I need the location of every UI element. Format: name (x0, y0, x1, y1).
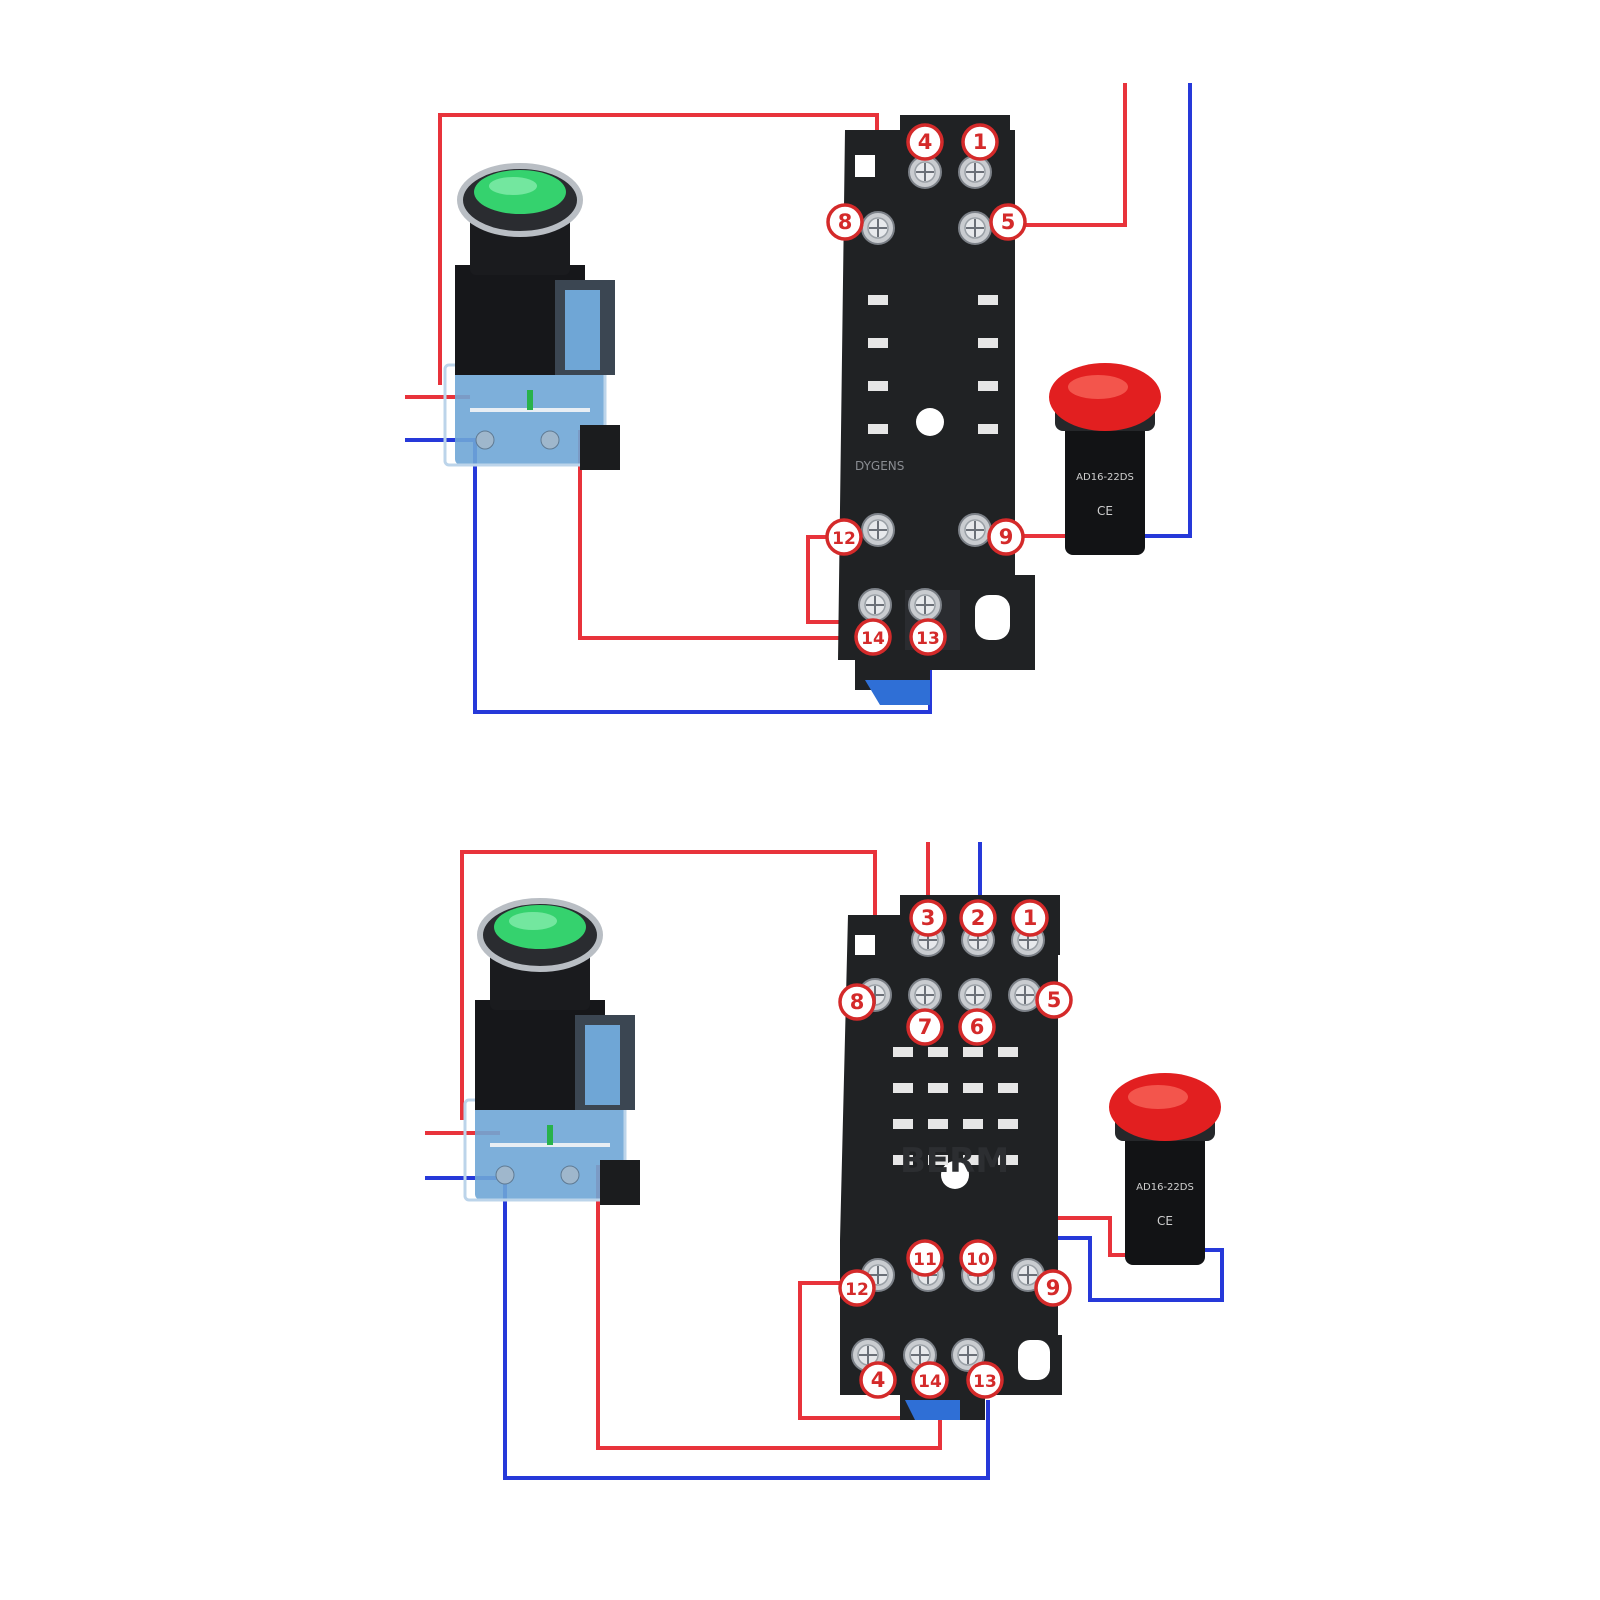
terminal-8-badge (838, 983, 876, 1021)
terminal-3-badge (909, 899, 947, 937)
pin-slot (978, 424, 998, 434)
pin-slot (963, 1155, 983, 1165)
lamp-ce-mark: CE (1097, 504, 1113, 518)
terminal-5-label: 5 (1001, 210, 1016, 234)
terminal-12-badge (825, 518, 863, 556)
socket-brand-text: DYGENS (855, 459, 904, 473)
terminal-9-label: 9 (999, 525, 1014, 549)
terminal-9-label: 9 (1046, 1276, 1061, 1300)
terminal-4-badge (906, 123, 944, 161)
terminal-10-badge (959, 1239, 997, 1277)
terminal-12-label: 12 (832, 529, 856, 549)
terminal-9-badge (1034, 1269, 1072, 1307)
terminal-5-badge (989, 203, 1027, 241)
terminal-7-badge (906, 1008, 944, 1046)
terminal-5-badge (1035, 981, 1073, 1019)
pin-slot (928, 1083, 948, 1093)
top-pilot-lamp: AD16-22DS CE (1049, 363, 1161, 555)
terminal-1-label: 1 (1023, 906, 1038, 930)
pin-slot (998, 1119, 1018, 1129)
terminal-1-badge (1011, 899, 1049, 937)
terminal-13-badge (966, 1361, 1004, 1399)
pin-slot (868, 424, 888, 434)
terminal-8-badge (826, 203, 864, 241)
bottom-relay-socket: BERM 3 2 1 8 7 6 5 11 10 12 9 4 14 13 (838, 895, 1073, 1420)
pin-slot (978, 295, 998, 305)
pin-slot (998, 1155, 1018, 1165)
terminal-3-label: 3 (921, 906, 936, 930)
top-relay-socket: DYGENS 4 1 8 5 12 9 14 13 (825, 115, 1035, 705)
pin-slot (963, 1119, 983, 1129)
pin-slot (868, 295, 888, 305)
terminal-8-label: 8 (838, 210, 853, 234)
pin-slot (978, 338, 998, 348)
top-push-button-switch (443, 163, 620, 470)
pin-slot (928, 1155, 948, 1165)
lamp-model-label: AD16-22DS (1076, 472, 1134, 483)
bottom-push-button-switch (463, 898, 640, 1205)
wire-bottom-switch-to-14 (596, 1165, 942, 1450)
wire-top-12-to-14 (806, 535, 860, 624)
bottom-pilot-lamp: AD16-22DS CE (1109, 1073, 1221, 1265)
terminal-4-badge (859, 1361, 897, 1399)
terminal-14-label: 14 (861, 629, 885, 649)
terminal-1-label: 1 (973, 130, 988, 154)
pin-slot (893, 1155, 913, 1165)
terminal-1-badge (961, 123, 999, 161)
wire-bottom-12-to-14 (798, 1281, 920, 1420)
terminal-13-badge (909, 618, 947, 656)
terminal-6-badge (958, 1008, 996, 1046)
lamp-body (1065, 420, 1145, 555)
terminal-7-label: 7 (918, 1015, 933, 1039)
terminal-4-label: 4 (918, 130, 933, 154)
mount-hole (975, 595, 1010, 640)
terminal-14-label: 14 (918, 1372, 942, 1392)
terminal-12-label: 12 (845, 1280, 869, 1300)
pin-slot (998, 1083, 1018, 1093)
terminal-4-label: 4 (871, 1368, 886, 1392)
terminal-6-label: 6 (970, 1015, 985, 1039)
wire-top-supply-to-lamp (1140, 83, 1192, 538)
pin-slot (928, 1119, 948, 1129)
pin-slot (893, 1047, 913, 1057)
lamp-body (1125, 1130, 1205, 1265)
pin-slot (893, 1119, 913, 1129)
din-clip (905, 1400, 960, 1420)
pin-slot (978, 381, 998, 391)
terminal-11-badge (906, 1239, 944, 1277)
center-hole (941, 1161, 969, 1189)
terminal-2-badge (959, 899, 997, 937)
terminal-8-label: 8 (850, 990, 865, 1014)
pin-slot (963, 1083, 983, 1093)
socket-brand-text: BERM (900, 1141, 1009, 1181)
terminal-5-label: 5 (1047, 988, 1062, 1012)
pin-slot (868, 338, 888, 348)
terminal-14-badge (911, 1361, 949, 1399)
terminal-13-label: 13 (916, 629, 940, 649)
terminal-10-label: 10 (966, 1250, 990, 1270)
mount-hole (1018, 1340, 1050, 1380)
pin-slot (963, 1047, 983, 1057)
din-clip (865, 680, 930, 705)
pin-slot (868, 381, 888, 391)
terminal-9-badge (987, 518, 1025, 556)
terminal-14-badge (854, 618, 892, 656)
lamp-model-label: AD16-22DS (1136, 1182, 1194, 1193)
lamp-ce-mark: CE (1157, 1214, 1173, 1228)
terminal-13-label: 13 (973, 1372, 997, 1392)
terminal-2-label: 2 (971, 906, 986, 930)
wire-top-5-to-supply (1010, 83, 1127, 227)
wire-top-switch-to-14 (578, 430, 860, 640)
terminal-12-badge (838, 1269, 876, 1307)
pin-slot (893, 1083, 913, 1093)
pin-slot (998, 1047, 1018, 1057)
pin-slot (928, 1047, 948, 1057)
terminal-11-label: 11 (913, 1250, 937, 1270)
center-hole (916, 408, 944, 436)
